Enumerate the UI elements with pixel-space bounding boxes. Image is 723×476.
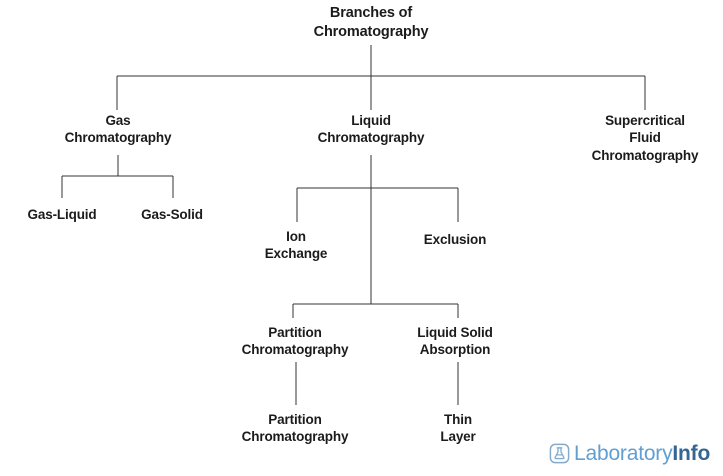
node-exclusion: Exclusion [423,232,487,247]
node-root: Branches of Chromatography [313,5,429,40]
node-supercritical-fluid-chromatography: Supercritical Fluid Chromatography [591,113,699,163]
node-ion-exchange: Ion Exchange [264,229,328,262]
logo-word-primary: Laboratory [574,442,673,465]
logo-wordmark: LaboratoryInfo [574,443,710,464]
node-partition-chromatography: Partition Chromatography [241,325,349,358]
node-liquid-chromatography: Liquid Chromatography [317,113,425,146]
node-gas-solid: Gas-Solid [141,207,203,222]
logo-word-secondary: Info [672,442,711,465]
node-partition-chromatography-leaf: Partition Chromatography [241,412,349,445]
node-thin-layer: Thin Layer [440,412,476,445]
node-gas-chromatography: Gas Chromatography [64,113,172,146]
node-gas-liquid: Gas-Liquid [27,207,97,222]
flask-in-rounded-square-icon [549,443,570,464]
laboratoryinfo-watermark: LaboratoryInfo [549,443,710,464]
node-liquid-solid-absorption: Liquid Solid Absorption [417,325,493,358]
